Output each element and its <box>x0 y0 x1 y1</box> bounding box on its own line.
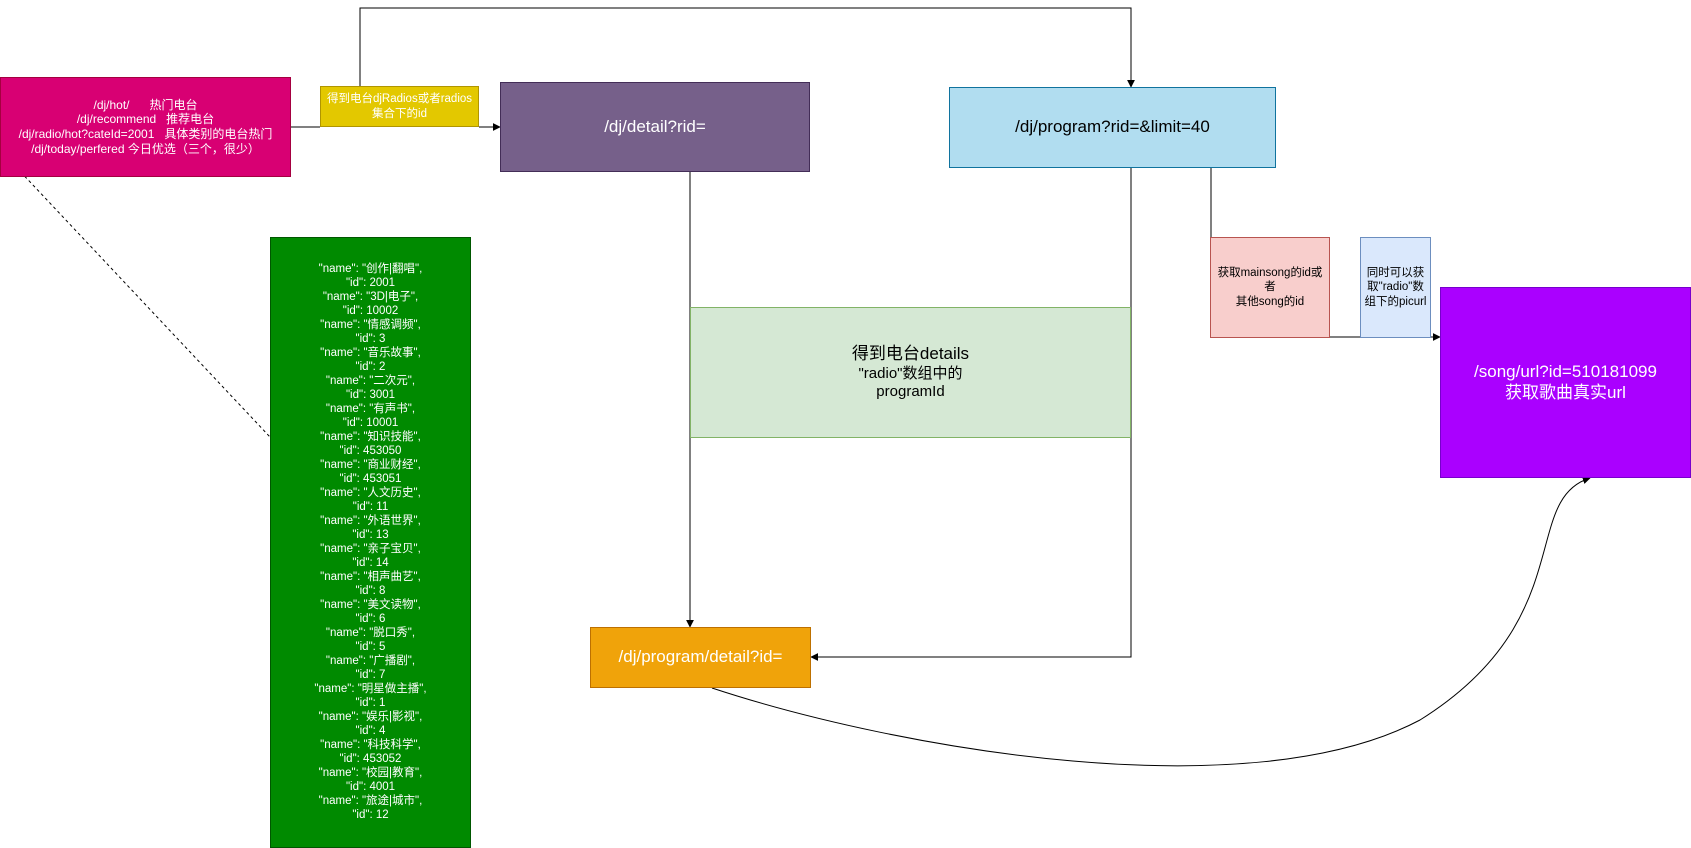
edge-program-to-program-detail <box>810 168 1132 661</box>
text-line: "id": 4001 <box>345 781 396 793</box>
text-line: /dj/today/perfered 今日优选（三个，很少） <box>31 141 260 156</box>
text-line: "name": "旅途|城市", <box>318 795 423 807</box>
text-line: "name": "音乐故事", <box>320 347 421 359</box>
program-detail-box: /dj/program/detail?id= <box>590 627 811 688</box>
text-line: "name": "校园|教育", <box>318 767 423 779</box>
text-line: "id": 453050 <box>339 445 402 457</box>
text-line: "id": 3 <box>355 333 386 345</box>
picurl-text: 同时可以获取"radio"数组下的picurl <box>1365 266 1427 308</box>
text-line: "id": 453051 <box>339 473 402 485</box>
text-line: "name": "娱乐|影视", <box>318 711 423 723</box>
text-line: /song/url?id=510181099 <box>1474 361 1657 381</box>
text-line: "id": 13 <box>352 529 389 541</box>
category-list-box: "name": "创作|翻唱", "id": 2001 "name": "3D|电子… <box>270 237 471 848</box>
text-line: "id": 12 <box>352 809 389 821</box>
text-line: 组下的picurl <box>1364 295 1427 308</box>
text-line: "name": "亲子宝贝", <box>320 543 421 555</box>
text-line: "id": 7 <box>355 669 386 681</box>
dj-program-label: /dj/program?rid=&limit=40 <box>1015 117 1210 137</box>
text-line: 取"radio"数 <box>1367 281 1424 294</box>
text-line: "name": "科技科学", <box>320 739 421 751</box>
text-line: "name": "知识技能", <box>320 431 421 443</box>
text-line: "id": 11 <box>352 501 389 513</box>
edge-top-loop-to-program <box>359 7 1135 88</box>
text-line: 集合下的id <box>372 107 427 120</box>
text-line: "id": 2 <box>355 361 386 373</box>
text-line: "name": "相声曲艺", <box>320 571 421 583</box>
text-line: 获取歌曲真实url <box>1505 382 1626 402</box>
dashed-association-line <box>0 149 271 438</box>
text-line: "name": "明星做主播", <box>314 683 427 695</box>
text-line: "id": 8 <box>355 585 386 597</box>
dj-detail-label: /dj/detail?rid= <box>604 116 706 136</box>
text-line: /dj/hot/ 热门电台 <box>93 97 198 112</box>
text-line: "id": 3001 <box>345 389 396 401</box>
text-line: 同时可以获 <box>1366 267 1425 280</box>
text-line: "id": 6 <box>355 613 386 625</box>
text-line: programId <box>876 382 945 400</box>
text-line: "name": "二次元", <box>325 375 416 387</box>
text-line: "id": 453052 <box>339 753 402 765</box>
dj-detail-box: /dj/detail?rid= <box>500 82 810 172</box>
text-line: /dj/radio/hot?cateId=2001 具体类别的电台热门 <box>18 127 273 141</box>
mainsong-id-text: 获取mainsong的id或者其他song的id <box>1218 266 1323 308</box>
text-line: "name": "创作|翻唱", <box>318 263 423 275</box>
text-line: "name": "广播剧", <box>325 655 416 667</box>
text-line: /dj/recommend 推荐电台 <box>76 112 215 127</box>
edge-program-detail-to-song-url <box>711 476 1591 767</box>
category-list: "name": "创作|翻唱", "id": 2001 "name": "3D|电子… <box>314 262 426 822</box>
text-line: "name": "外语世界", <box>320 515 421 527</box>
text-line: "radio"数组中的 <box>858 364 963 382</box>
text-line: "name": "脱口秀", <box>325 627 416 639</box>
picurl-note: 同时可以获取"radio"数组下的picurl <box>1360 237 1431 338</box>
text-line: "name": "商业财经", <box>320 459 421 471</box>
text-line: 获取mainsong的id或 <box>1217 267 1323 280</box>
dj-endpoints-box: /dj/hot/ 热门电台/dj/recommend 推荐电台/dj/radio… <box>0 77 291 177</box>
program-detail-label: /dj/program/detail?id= <box>618 647 783 667</box>
text-line: "id": 10001 <box>342 417 399 429</box>
text-line: "name": "美文读物", <box>320 599 421 611</box>
text-line: 得到电台djRadios或者radios <box>326 93 473 106</box>
text-line: "id": 10002 <box>342 305 399 317</box>
text-line: 得到电台details <box>851 343 970 363</box>
text-line: "id": 14 <box>352 557 389 569</box>
text-line: "name": "情感调频", <box>320 319 421 331</box>
dj-program-box: /dj/program?rid=&limit=40 <box>949 87 1276 168</box>
text-line: "id": 2001 <box>345 277 396 289</box>
text-line: 其他song的id <box>1235 295 1305 308</box>
text-line: "name": "有声书", <box>325 403 416 415</box>
text-line: 者 <box>1264 281 1276 294</box>
text-line: "name": "3D|电子", <box>322 291 419 303</box>
mainsong-id-note: 获取mainsong的id或者其他song的id <box>1210 237 1330 338</box>
text-line: "id": 4 <box>355 725 386 737</box>
dj-endpoints-text: /dj/hot/ 热门电台/dj/recommend 推荐电台/dj/radio… <box>19 98 273 157</box>
text-line: "id": 5 <box>355 641 386 653</box>
text-line: "name": "人文历史", <box>320 487 421 499</box>
text-line: "id": 1 <box>355 697 386 709</box>
